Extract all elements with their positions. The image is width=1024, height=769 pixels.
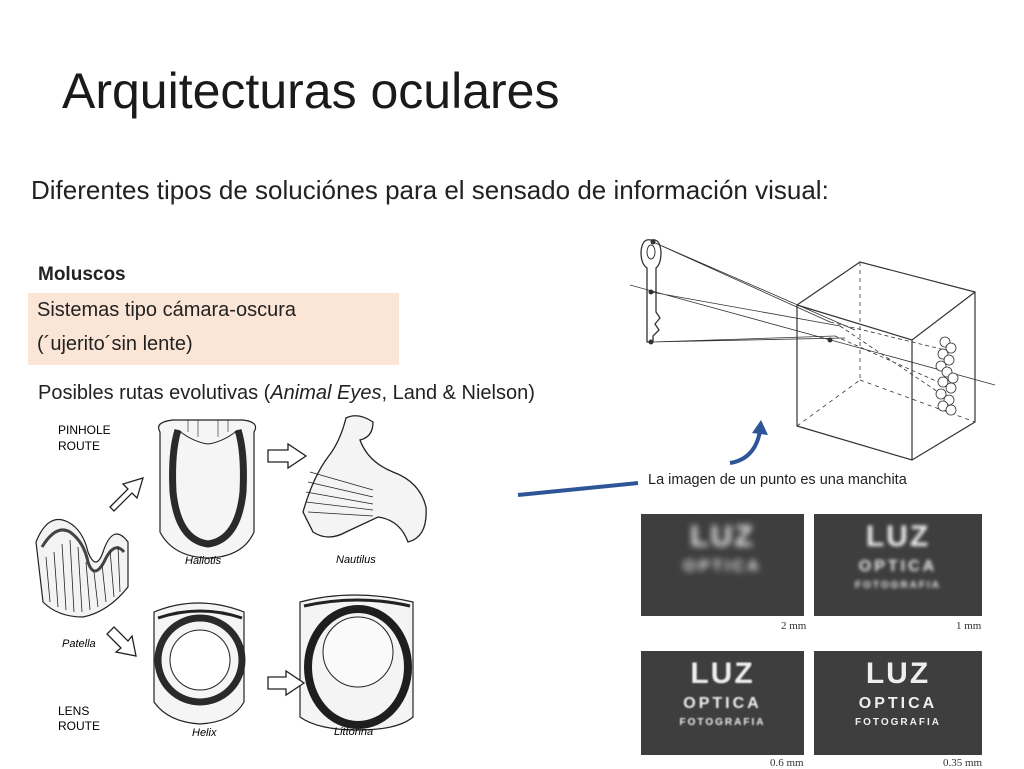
photo-text-line2: OPTICA (858, 558, 938, 575)
photo-caption: 0.6 mm (770, 757, 804, 769)
evolution-figure: PINHOLE ROUTE Haliotis Nautilus Patella … (35, 415, 427, 739)
routes-caption: Posibles rutas evolutivas (Animal Eyes, … (38, 382, 535, 405)
photo-caption: 1 mm (956, 620, 982, 632)
helix-drawing (153, 602, 246, 725)
photo-text-main: LUZ (690, 520, 755, 553)
arrow-to-haliotis (109, 477, 144, 512)
haliotis-drawing (157, 419, 257, 559)
blue-line (517, 481, 639, 497)
photo-text-line3: FOTOGRAFIA (679, 717, 766, 728)
arrow-to-littorina (267, 669, 306, 697)
highlight-line-2: (´ujerito´sin lente) (37, 333, 193, 355)
arrow-to-helix (106, 626, 137, 657)
littorina-drawing (299, 594, 414, 731)
label-nautilus: Nautilus (336, 554, 376, 566)
photo-text-main: LUZ (865, 657, 931, 690)
route-arrows (106, 442, 308, 697)
photo-text-line3: FOTOGRAFIA (855, 717, 941, 728)
label-littorina: Littorina (334, 726, 373, 738)
nautilus-drawing (302, 415, 427, 543)
label-helix: Helix (192, 727, 217, 739)
highlight-line-1: Sistemas tipo cámara-oscura (37, 299, 296, 321)
pinhole-photo: LUZ OPTICA FOTOGRAFIA (814, 651, 982, 755)
pointer-arrows (517, 420, 768, 497)
routes-caption-after: , Land & Nielson) (381, 382, 535, 404)
pinhole-photo: LUZ OPTICA (641, 514, 804, 616)
camera-obscura-diagram (629, 239, 996, 461)
blue-curved-arrow (729, 430, 762, 465)
routes-caption-book: Animal Eyes (270, 382, 382, 404)
photo-text-line2: OPTICA (683, 695, 762, 712)
label-lens-route-2: ROUTE (58, 719, 100, 733)
arrow-to-nautilus (267, 442, 308, 470)
label-lens-route-1: LENS (58, 704, 89, 718)
group-label: Moluscos (38, 264, 126, 285)
pinhole-photo: LUZ OPTICA FOTOGRAFIA (641, 651, 804, 755)
patella-drawing (35, 518, 129, 618)
label-pinhole-route-1: PINHOLE (58, 423, 111, 437)
photo-caption: 0.35 mm (943, 757, 983, 769)
photo-text-main: LUZ (865, 520, 931, 553)
pinhole-photo: LUZ OPTICA FOTOGRAFIA (814, 514, 982, 616)
slide-title: Arquitecturas oculares (62, 63, 560, 119)
photo-text-line2: OPTICA (683, 558, 762, 575)
label-patella: Patella (62, 638, 96, 650)
photo-text-line2: OPTICA (858, 695, 938, 712)
routes-caption-before: Posibles rutas evolutivas ( (38, 382, 271, 404)
highlight-box: Sistemas tipo cámara-oscura (´ujerito´si… (28, 293, 399, 365)
light-rays (629, 241, 996, 386)
label-haliotis: Haliotis (185, 555, 222, 567)
photo-text-main: LUZ (690, 657, 755, 690)
photo-text-line3: FOTOGRAFIA (855, 580, 941, 591)
label-pinhole-route-2: ROUTE (58, 439, 100, 453)
slide-subtitle: Diferentes tipos de soluciónes para el s… (31, 175, 829, 205)
blurred-image-circles (935, 336, 959, 416)
photo-caption: 2 mm (781, 620, 807, 632)
spot-caption: La imagen de un punto es una manchita (648, 472, 907, 488)
